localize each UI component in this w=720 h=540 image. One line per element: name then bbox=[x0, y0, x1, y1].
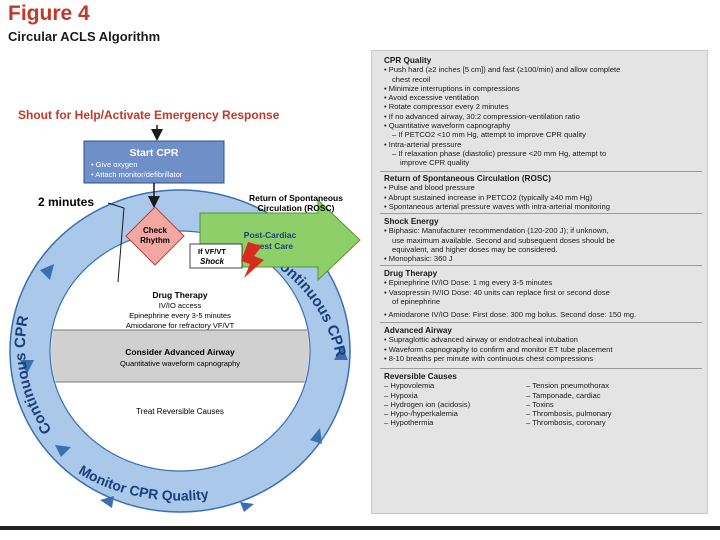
cpr-quality-section: CPR Quality • Push hard (≥2 inches [5 cm… bbox=[384, 56, 700, 168]
figure-title: Figure 4 bbox=[8, 2, 90, 25]
ring-arrow-icon bbox=[334, 346, 348, 360]
shock-energy-heading: Shock Energy bbox=[384, 217, 439, 226]
acls-diagram: Shout for Help/Activate Emergency Respon… bbox=[9, 108, 361, 513]
ring-arrow-icon bbox=[100, 496, 114, 508]
drug-therapy-line: • Amiodarone IV/IO Dose: First dose: 300… bbox=[384, 310, 637, 320]
shock-energy-section: Shock Energy • Biphasic: Manufacturer re… bbox=[384, 217, 700, 263]
check-rhythm-label-1: Check bbox=[143, 226, 168, 235]
cpr-quality-line: improve CPR quality bbox=[400, 158, 470, 168]
cpr-quality-line: • Rotate compressor every 2 minutes bbox=[384, 102, 509, 112]
advanced-airway-title: Consider Advanced Airway bbox=[125, 347, 235, 357]
shock-label-2: Shock bbox=[200, 257, 225, 266]
rosc-section: Return of Spontaneous Circulation (ROSC)… bbox=[384, 174, 700, 211]
cpr-quality-line: – If PETCO2 <10 mm Hg, attempt to improv… bbox=[392, 130, 586, 140]
shout-for-help-label: Shout for Help/Activate Emergency Respon… bbox=[18, 108, 280, 122]
panel-divider bbox=[380, 265, 702, 266]
cpr-quality-line: • Push hard (≥2 inches [5 cm]) and fast … bbox=[384, 65, 621, 75]
ring-arrow-icon bbox=[240, 502, 254, 512]
treat-reversible-label: Treat Reversible Causes bbox=[136, 407, 224, 416]
post-cardiac-label-2: Arrest Care bbox=[247, 241, 294, 251]
advanced-airway-line: • Waveform capnography to confirm and mo… bbox=[384, 344, 613, 354]
advanced-airway-heading: Advanced Airway bbox=[384, 326, 452, 335]
start-cpr-title: Start CPR bbox=[129, 147, 178, 159]
cpr-quality-line: • Intra-arterial pressure bbox=[384, 139, 462, 149]
shock-energy-line: equivalent, and higher doses may be cons… bbox=[392, 244, 558, 254]
airway-band bbox=[51, 330, 309, 382]
panel-divider bbox=[380, 213, 702, 214]
start-cpr-item-2: • Attach monitor/defibrillator bbox=[91, 170, 183, 179]
reversible-cause-item: – Hypovolemia bbox=[384, 381, 435, 391]
reversible-causes-heading: Reversible Causes bbox=[384, 372, 457, 381]
reversible-cause-item: – Hypothermia bbox=[384, 418, 434, 428]
reversible-cause-item: – Tension pneumothorax bbox=[526, 381, 610, 391]
drug-therapy-line: of epinephrine bbox=[392, 296, 441, 306]
shock-energy-line: • Monophasic: 360 J bbox=[384, 254, 453, 264]
bottom-border bbox=[0, 526, 720, 530]
drug-therapy-line: • Epinephrine IV/IO Dose: 1 mg every 3-5… bbox=[384, 278, 553, 288]
cpr-quality-line: • Quantitative waveform capnography bbox=[384, 121, 511, 131]
rosc-label-1: Return of Spontaneous bbox=[249, 193, 343, 203]
drug-therapy-heading: Drug Therapy bbox=[384, 269, 438, 278]
advanced-airway-section: Advanced Airway • Supraglottic advanced … bbox=[384, 326, 700, 363]
cpr-quality-line: • Minimize interruptions in compressions bbox=[384, 83, 520, 93]
advanced-airway-line: Quantitative waveform capnography bbox=[120, 359, 240, 368]
rosc-label-2: Circulation (ROSC) bbox=[258, 203, 335, 213]
panel-divider bbox=[380, 368, 702, 369]
shock-label-1: If VF/VT bbox=[198, 247, 226, 256]
ring-arrow-icon bbox=[310, 428, 322, 444]
cpr-quality-line: • If no advanced airway, 30:2 compressio… bbox=[384, 111, 580, 121]
reversible-cause-item: – Thrombosis, pulmonary bbox=[526, 409, 612, 419]
drug-therapy-line: • Vasopressin IV/IO Dose: 40 units can r… bbox=[384, 287, 610, 297]
rosc-line: • Pulse and blood pressure bbox=[384, 183, 475, 193]
ring-arrow-icon bbox=[55, 445, 71, 457]
shock-box bbox=[189, 243, 243, 269]
ring-arrow-icon bbox=[40, 264, 54, 280]
reversible-cause-item: – Hydrogen ion (acidosis) bbox=[384, 399, 471, 409]
start-cpr-item-1: • Give oxygen bbox=[91, 160, 137, 169]
two-minutes-label: 2 minutes bbox=[38, 195, 94, 209]
reversible-cause-item: – Hypo-/hyperkalemia bbox=[384, 409, 458, 419]
reversible-cause-item: – Thrombosis, coronary bbox=[526, 418, 606, 428]
panel-divider bbox=[380, 171, 702, 172]
advanced-airway-line: • 8-10 breaths per minute with continuou… bbox=[384, 353, 594, 363]
reversible-cause-item: – Tamponade, cardiac bbox=[526, 390, 601, 400]
figure-subtitle: Circular ACLS Algorithm bbox=[8, 29, 161, 44]
lightning-icon bbox=[241, 242, 264, 278]
rosc-heading: Return of Spontaneous Circulation (ROSC) bbox=[384, 174, 551, 183]
drug-therapy-line-3: Amiodarone for refractory VF/VT bbox=[126, 321, 235, 330]
shock-energy-line: • Biphasic: Manufacturer recommendation … bbox=[384, 226, 609, 236]
drug-therapy-section: Drug Therapy • Epinephrine IV/IO Dose: 1… bbox=[384, 269, 700, 319]
drug-therapy-line-1: IV/IO access bbox=[159, 301, 202, 310]
rosc-line: • Abrupt sustained increase in PETCO2 (t… bbox=[384, 192, 593, 202]
cpr-quality-line: • Avoid excessive ventilation bbox=[384, 93, 479, 103]
info-panel bbox=[371, 50, 708, 514]
advanced-airway-line: • Supraglottic advanced airway or endotr… bbox=[384, 335, 578, 345]
reversible-cause-item: – Hypoxia bbox=[384, 390, 418, 400]
drug-therapy-line-2: Epinephrine every 3-5 minutes bbox=[129, 311, 231, 320]
panel-divider bbox=[380, 322, 702, 323]
cpr-quality-line: – If relaxation phase (diastolic) pressu… bbox=[392, 148, 607, 158]
drug-therapy-title: Drug Therapy bbox=[152, 290, 208, 300]
rosc-line: • Spontaneous arterial pressure waves wi… bbox=[384, 201, 610, 211]
reversible-cause-item: – Toxins bbox=[526, 399, 554, 409]
check-rhythm-diamond bbox=[125, 206, 185, 266]
check-rhythm-label-2: Rhythm bbox=[140, 236, 170, 245]
shock-energy-line: use maximum available. Second and subseq… bbox=[392, 235, 615, 245]
ring-arrows bbox=[20, 264, 348, 512]
reversible-causes-section: Reversible Causes – Hypovolemia – Hypoxi… bbox=[384, 372, 700, 428]
cpr-quality-heading: CPR Quality bbox=[384, 56, 432, 65]
cpr-quality-line: chest recoil bbox=[392, 74, 431, 84]
post-cardiac-label-1: Post-Cardiac bbox=[244, 230, 297, 240]
ring-arrow-icon bbox=[20, 360, 34, 374]
